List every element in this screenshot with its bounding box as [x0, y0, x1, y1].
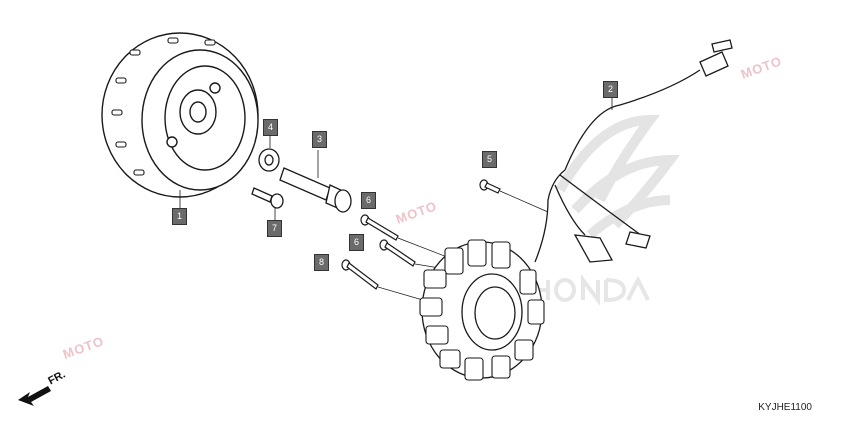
callout-8: 8 — [314, 254, 329, 271]
callout-7: 7 — [267, 220, 282, 237]
callout-1: 1 — [172, 208, 187, 225]
stator-coil — [419, 239, 545, 381]
diagram-code: KYJHE1100 — [758, 402, 812, 413]
flywheel-bolt — [279, 150, 352, 213]
callout-6-upper: 6 — [361, 192, 376, 209]
background-wing-logo — [555, 114, 681, 239]
callout-5: 5 — [482, 151, 497, 168]
background-brand-text — [528, 274, 650, 306]
washer — [258, 133, 280, 172]
rotor-screw — [251, 187, 284, 220]
flywheel-rotor — [101, 32, 259, 212]
callout-4: 4 — [263, 119, 278, 136]
harness-screw — [479, 179, 549, 213]
stator-bolts — [341, 214, 461, 306]
front-direction-arrow — [18, 386, 51, 406]
callout-3: 3 — [312, 131, 327, 148]
callout-6-lower: 6 — [349, 234, 364, 251]
wire-harness — [534, 39, 733, 263]
callout-2: 2 — [603, 81, 618, 98]
